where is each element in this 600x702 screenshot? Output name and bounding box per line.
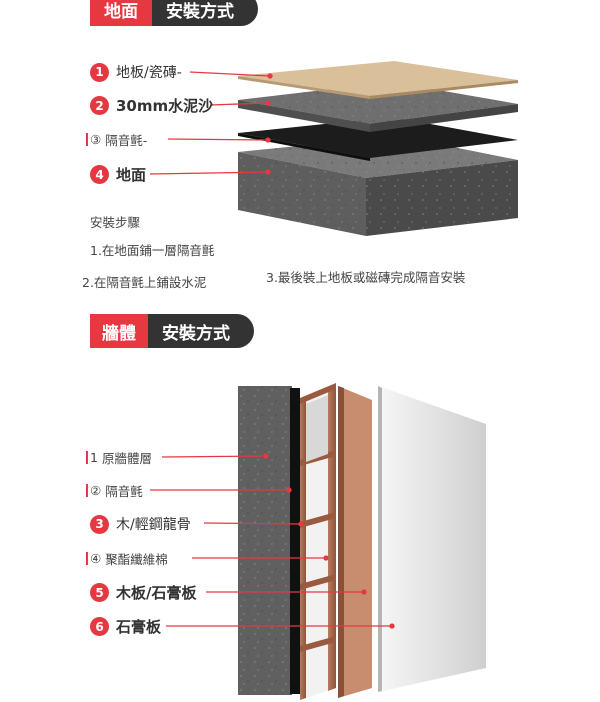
floor-header-title: 安裝方式 [152,0,258,26]
label-bar-marker [86,552,88,565]
wall-label-original-text: 原牆體層 [101,451,152,466]
floor-label-felt-number: ③ [90,132,102,147]
wall-layer-wood-board [338,386,372,698]
floor-label-tile: 1 地板/瓷磚- [90,62,182,82]
label-bar-marker [86,133,88,146]
floor-label-ground-text: 地面 [116,166,147,184]
floor-layer-cement [238,82,518,132]
floor-step-3: 3.最後裝上地板或磁磚完成隔音安裝 [266,270,466,285]
floor-steps-title: 安裝步驟 [90,215,141,230]
wall-label-studs: 3 木/輕鋼龍骨 [90,514,191,534]
wall-label-wood-board-number: 5 [90,583,109,602]
wall-label-studs-number: 3 [90,514,109,534]
floor-label-ground: 4 地面 [90,164,146,185]
wall-layer-original [238,386,292,695]
floor-label-cement: 2 30mm水泥沙 [90,95,213,116]
wall-header-tag: 牆體 [90,314,148,348]
wall-label-wood-board: 5 木板/石膏板 [90,582,196,603]
wall-label-wood-board-text: 木板/石膏板 [116,584,197,602]
floor-label-ground-number: 4 [90,165,109,184]
floor-label-tile-text: 地板/瓷磚- [116,65,182,81]
wall-label-polyester: ④ 聚酯纖維棉 [86,549,168,568]
wall-layer-studs [300,383,336,700]
wall-label-studs-text: 木/輕鋼龍骨 [116,517,191,533]
wall-leader-lines [150,453,395,629]
floor-header-tag: 地面 [90,0,152,26]
wall-label-original: 1 原牆體層 [86,448,152,467]
wall-layer-felt [290,388,300,694]
floor-label-tile-number: 1 [90,62,109,82]
floor-section-header: 地面 安裝方式 [90,0,258,26]
wall-label-gypsum-text: 石膏板 [116,618,162,636]
floor-step-1: 1.在地面鋪一層隔音氈 [90,243,215,258]
floor-label-felt: ③ 隔音氈- [86,130,147,149]
wall-label-felt-number: ② [90,483,102,498]
wall-layer-gypsum [378,386,486,692]
floor-label-cement-text: 30mm水泥沙 [116,97,214,115]
floor-leader-lines [149,71,273,175]
wall-section-header: 牆體 安裝方式 [90,314,254,348]
label-bar-marker [86,451,88,464]
floor-step-2: 2.在隔音氈上鋪設水泥 [82,275,207,290]
floor-label-felt-text: 隔音氈- [105,133,148,148]
floor-layer-felt [238,117,518,161]
wall-label-felt: ② 隔音氈 [86,481,143,500]
wall-label-polyester-text: 聚酯纖維棉 [105,552,168,567]
wall-label-original-number: 1 [90,450,98,465]
wall-header-title: 安裝方式 [148,314,254,348]
wall-label-gypsum-number: 6 [90,617,109,636]
wall-label-polyester-number: ④ [90,551,102,566]
wall-label-gypsum: 6 石膏板 [90,616,161,637]
floor-layer-tile [238,61,518,99]
wall-label-felt-text: 隔音氈 [105,484,143,499]
floor-label-cement-number: 2 [90,96,109,115]
label-bar-marker [86,484,88,497]
